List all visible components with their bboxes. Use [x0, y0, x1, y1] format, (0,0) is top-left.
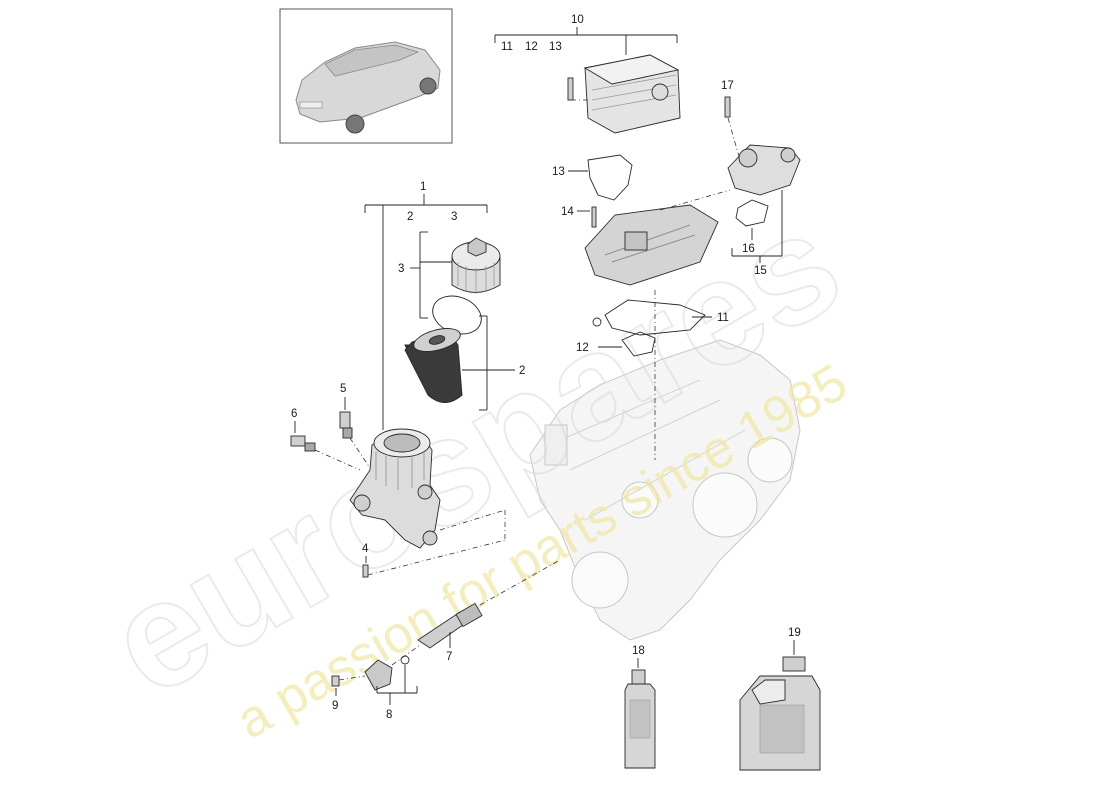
callout-8: 8: [386, 709, 392, 721]
callout-group-4: 4: [362, 543, 369, 563]
callout-11: 11: [717, 312, 729, 324]
callout-5: 5: [340, 383, 346, 395]
callout-9: 9: [332, 700, 338, 712]
gasket-12: 12: [576, 331, 656, 357]
callout-3-top: 3: [451, 211, 457, 223]
gasket-11: 11: [592, 299, 729, 336]
vehicle-thumbnail: [279, 8, 453, 144]
callout-7: 7: [446, 651, 452, 663]
bracket-8: 8: [364, 644, 421, 721]
oil-filter-housing-upper: [727, 144, 801, 196]
oil-bottle-18: 18: [624, 645, 656, 769]
callout-2: 2: [519, 365, 525, 377]
callout-6: 6: [291, 408, 297, 420]
oil-cooler: [567, 54, 681, 134]
callout-17: 17: [721, 80, 734, 92]
callout-group-5: 5: [340, 383, 346, 410]
check-valve-7: 7: [417, 559, 561, 663]
bolt-4: [362, 509, 506, 578]
callout-14: 14: [561, 206, 574, 218]
gasket-16: [735, 199, 769, 227]
callout-11-top: 11: [501, 41, 513, 53]
car-icon: [295, 41, 441, 134]
callout-13: 13: [552, 166, 565, 178]
callout-3: 3: [398, 263, 404, 275]
callout-group-15-16: 16 15: [731, 190, 783, 277]
callout-12: 12: [576, 342, 589, 354]
callout-group-10: 10 11 12 13: [494, 14, 678, 55]
callout-12-top: 12: [525, 41, 538, 53]
oil-filter-element: [404, 328, 463, 403]
screw-9: 9: [331, 675, 366, 712]
engine-block: [529, 339, 801, 641]
callout-15: 15: [754, 265, 767, 277]
callout-group-17: 17: [721, 80, 741, 161]
callout-18: 18: [632, 645, 645, 657]
callout-19: 19: [788, 627, 801, 639]
pressure-sensor-5: [339, 411, 371, 469]
callout-group-6: 6: [291, 408, 297, 433]
temperature-sensor-6: [290, 435, 361, 471]
callout-group-1: 1 2 3: [364, 181, 488, 430]
callout-4: 4: [362, 543, 369, 555]
adapter-plate: [584, 189, 731, 286]
callout-group-2: 2: [462, 315, 525, 411]
callout-13-top: 13: [549, 41, 562, 53]
filter-cap: [451, 237, 501, 294]
oil-canister-19: 19: [739, 627, 821, 771]
callout-2-top: 2: [407, 211, 413, 223]
gasket-13: 13: [552, 154, 633, 201]
callout-16: 16: [742, 243, 755, 255]
callout-group-14: 14: [561, 206, 597, 228]
callout-group-3: 3: [398, 231, 452, 319]
oil-filter-housing: [349, 428, 441, 549]
callout-10: 10: [571, 14, 584, 26]
callout-1: 1: [420, 181, 426, 193]
